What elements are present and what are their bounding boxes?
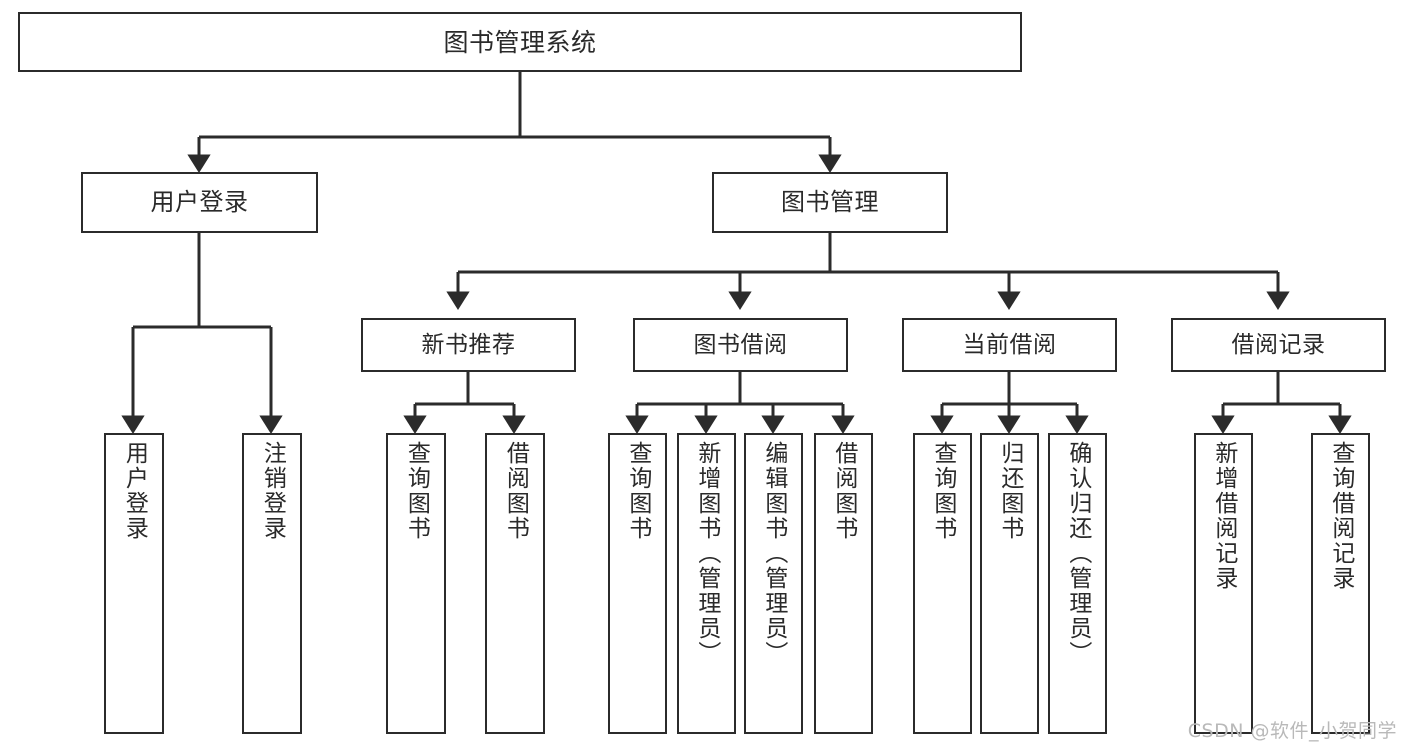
node-label: 用户登录 — [121, 441, 148, 541]
node-label: 新书推荐 — [421, 331, 516, 358]
node-user-login[interactable]: 用户登录 — [81, 172, 318, 233]
leaf-borrow-edit-book-admin[interactable]: 编辑图书（管理员） — [744, 433, 803, 734]
node-label: 图书管理 — [781, 187, 879, 216]
leaf-recommend-search-book[interactable]: 查询图书 — [386, 433, 446, 734]
node-label: 确认归还（管理员） — [1064, 441, 1091, 666]
node-label: 用户登录 — [150, 187, 249, 216]
node-current-borrow[interactable]: 当前借阅 — [902, 318, 1117, 372]
node-label: 图书借阅 — [693, 331, 788, 358]
node-label: 查询借阅记录 — [1327, 441, 1354, 591]
node-label: 查询图书 — [403, 441, 430, 541]
node-label: 借阅图书 — [502, 441, 529, 541]
leaf-user-login-login[interactable]: 用户登录 — [104, 433, 164, 734]
node-label: 查询图书 — [624, 441, 651, 541]
node-label: 注销登录 — [259, 441, 286, 541]
leaf-current-return-book[interactable]: 归还图书 — [980, 433, 1039, 734]
leaf-records-add-record[interactable]: 新增借阅记录 — [1194, 433, 1253, 734]
leaf-recommend-borrow-book[interactable]: 借阅图书 — [485, 433, 545, 734]
leaf-borrow-search-book[interactable]: 查询图书 — [608, 433, 667, 734]
leaf-borrow-borrow-book[interactable]: 借阅图书 — [814, 433, 873, 734]
node-label: 借阅图书 — [830, 441, 857, 541]
leaf-user-login-logout[interactable]: 注销登录 — [242, 433, 302, 734]
node-label: 图书管理系统 — [443, 27, 597, 57]
node-borrow-records[interactable]: 借阅记录 — [1171, 318, 1386, 372]
node-label: 新增借阅记录 — [1210, 441, 1237, 591]
leaf-current-search-book[interactable]: 查询图书 — [913, 433, 972, 734]
node-book-borrow[interactable]: 图书借阅 — [633, 318, 848, 372]
node-root-system[interactable]: 图书管理系统 — [18, 12, 1022, 72]
watermark-text: CSDN @软件_小贺同学 — [1187, 720, 1397, 742]
node-label: 编辑图书（管理员） — [760, 441, 787, 666]
node-label: 查询图书 — [929, 441, 956, 541]
node-label: 借阅记录 — [1231, 331, 1326, 358]
node-label: 新增图书（管理员） — [693, 441, 720, 666]
node-book-management[interactable]: 图书管理 — [712, 172, 948, 233]
node-new-book-recommend[interactable]: 新书推荐 — [361, 318, 576, 372]
leaf-current-confirm-return-admin[interactable]: 确认归还（管理员） — [1048, 433, 1107, 734]
leaf-borrow-add-book-admin[interactable]: 新增图书（管理员） — [677, 433, 736, 734]
node-label: 当前借阅 — [962, 331, 1057, 358]
node-label: 归还图书 — [996, 441, 1023, 541]
leaf-records-search-record[interactable]: 查询借阅记录 — [1311, 433, 1370, 734]
